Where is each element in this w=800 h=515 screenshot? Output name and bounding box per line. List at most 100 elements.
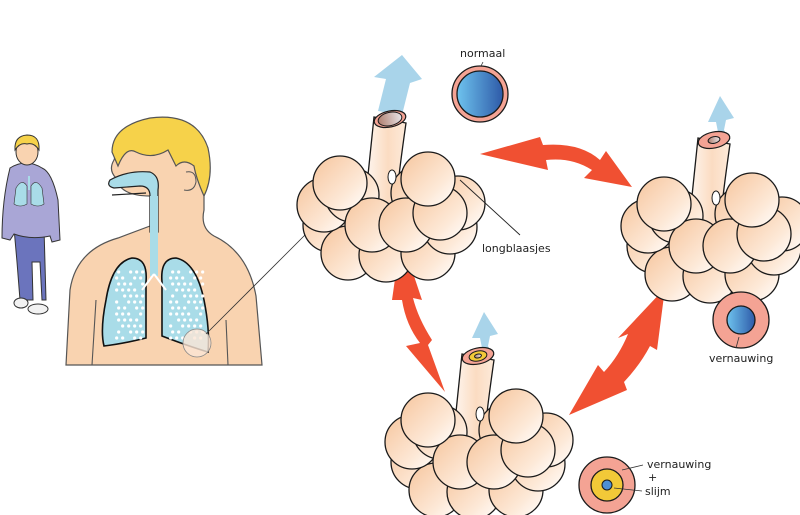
zoom-circle	[182, 328, 212, 358]
alveoli-cluster-normal	[296, 55, 486, 283]
alveoli-gap	[475, 406, 485, 422]
arrow-top	[480, 137, 632, 187]
alveolus-dot	[117, 270, 121, 274]
alveolus-dot	[141, 330, 145, 334]
alveolus-dot	[175, 300, 179, 304]
alveolus-dot	[135, 318, 139, 322]
alveolus-dot	[195, 306, 199, 310]
leader-narrowing-mucus	[621, 464, 644, 471]
alveolus-dot	[115, 276, 119, 280]
alveolus-dot	[175, 288, 179, 292]
bronchiole-lumen	[377, 111, 403, 127]
alveolus-dot	[177, 318, 181, 322]
alveolus-dot	[115, 336, 119, 340]
alveolus-dot	[169, 324, 173, 328]
alveolus-dot	[129, 282, 133, 286]
alveolus-dot	[133, 336, 137, 340]
alveolus-dot	[181, 312, 185, 316]
alveolus-dot	[201, 306, 205, 310]
alveolus-dot	[201, 282, 205, 286]
cross-section-mucus: vernauwing + slijm	[578, 456, 711, 514]
alveolus-dot	[169, 300, 173, 304]
alveolus-dot	[189, 294, 193, 298]
alveolus-dot	[171, 282, 175, 286]
lumen-normal	[456, 70, 504, 118]
alveolus-dot	[171, 306, 175, 310]
alveolus-dot	[189, 282, 193, 286]
alveolus-dot	[199, 300, 203, 304]
alveolus-dot	[127, 300, 131, 304]
alveolus-dot	[141, 294, 145, 298]
alveolus-dot	[193, 300, 197, 304]
label-narrowed: vernauwing	[709, 352, 773, 365]
alveolus-dot	[181, 324, 185, 328]
alveolus-dot	[117, 282, 121, 286]
alveolus-dot	[177, 270, 181, 274]
alveolus-dot	[115, 288, 119, 292]
alveolus-dot	[177, 282, 181, 286]
alveolus	[636, 176, 692, 232]
label-alveoli: longblaasjes	[482, 242, 551, 255]
alveoli-cluster-narrowed	[620, 96, 800, 304]
alveolus-dot	[193, 288, 197, 292]
leader-mucus	[613, 487, 643, 492]
alveolus-dot	[123, 294, 127, 298]
alveolus-dot	[181, 288, 185, 292]
leader-narrowed	[735, 336, 740, 349]
boy-shoe-left	[13, 297, 29, 309]
alveoli-gap	[711, 190, 721, 206]
alveolus-dot	[171, 330, 175, 334]
alveolus-dot	[201, 294, 205, 298]
alveolus-dot	[123, 282, 127, 286]
boy-shoe-right	[27, 303, 49, 315]
arrow-right	[569, 288, 665, 415]
alveolus-dot	[169, 276, 173, 280]
small-boy-figure	[1, 134, 61, 315]
alveolus-dot	[129, 330, 133, 334]
alveolus-dot	[181, 276, 185, 280]
alveolus-dot	[117, 330, 121, 334]
alveolus-dot	[193, 324, 197, 328]
alveolus-dot	[121, 312, 125, 316]
alveolus-dot	[169, 312, 173, 316]
zoom-leader-line	[205, 224, 316, 335]
alveolus-dot	[139, 336, 143, 340]
boy-lungs	[13, 182, 45, 207]
alveolus-dot	[187, 312, 191, 316]
alveolus-dot	[129, 270, 133, 274]
airflow-arrow	[472, 312, 498, 362]
alveolus-dot	[135, 306, 139, 310]
left-lung	[101, 257, 148, 347]
alveolus-dot	[139, 312, 143, 316]
alveolus-dot	[115, 312, 119, 316]
alveolus-dot	[199, 276, 203, 280]
label-normal: normaal	[460, 47, 505, 60]
alveolus-dot	[135, 330, 139, 334]
alveolus-dot	[135, 270, 139, 274]
alveolus	[488, 388, 544, 444]
alveolus-dot	[123, 306, 127, 310]
alveolus-dot	[171, 270, 175, 274]
alveolus-dot	[183, 294, 187, 298]
alveolus-dot	[177, 330, 181, 334]
alveolus-dot	[139, 300, 143, 304]
bronchi	[141, 273, 167, 291]
alveolus-dot	[133, 324, 137, 328]
arrow-left	[392, 237, 445, 392]
alveolus-dot	[133, 300, 137, 304]
cross-section-narrowed: vernauwing	[709, 291, 773, 365]
arm-line-left	[91, 299, 97, 366]
leader-normal	[480, 61, 484, 67]
airflow-arrow	[374, 55, 422, 115]
alveolus-dot	[199, 312, 203, 316]
alveolus-dot	[183, 318, 187, 322]
large-boy-hair	[111, 116, 211, 198]
arm-line-right	[225, 319, 229, 366]
lumen-mucus	[601, 479, 613, 491]
airflow-arrow	[708, 96, 734, 146]
alveolus	[400, 151, 456, 207]
bronchiole-lumen	[474, 353, 482, 359]
leader-alveoli	[459, 179, 521, 236]
alveolus-dot	[195, 318, 199, 322]
alveolus-dot	[127, 288, 131, 292]
